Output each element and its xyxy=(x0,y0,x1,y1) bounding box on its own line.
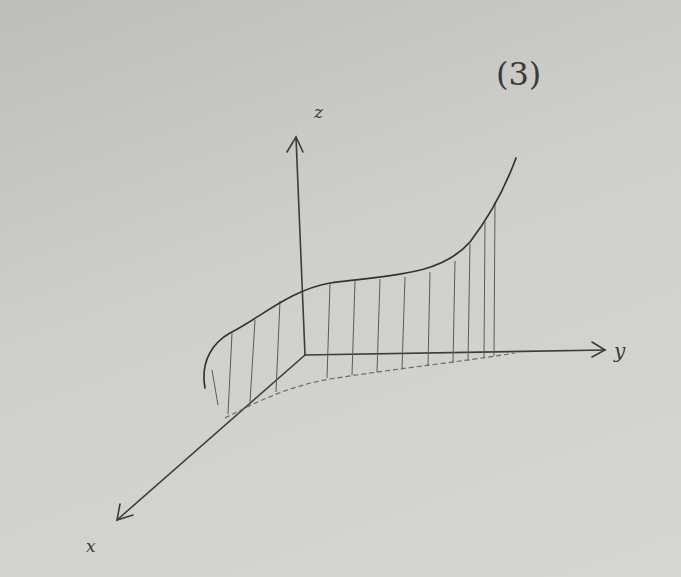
axis-label: y xyxy=(614,341,625,361)
axis-label: x xyxy=(86,538,96,555)
base-curve xyxy=(225,353,515,418)
hatching xyxy=(212,202,495,414)
arrowhead xyxy=(592,342,605,357)
axes xyxy=(117,137,605,520)
surface-curve xyxy=(204,158,516,388)
arrowhead xyxy=(287,137,303,152)
z-axis xyxy=(296,137,305,355)
y-axis xyxy=(305,350,605,355)
figure-number: (3) xyxy=(496,58,541,90)
axis-label: z xyxy=(314,104,323,121)
arrowhead xyxy=(117,504,133,520)
